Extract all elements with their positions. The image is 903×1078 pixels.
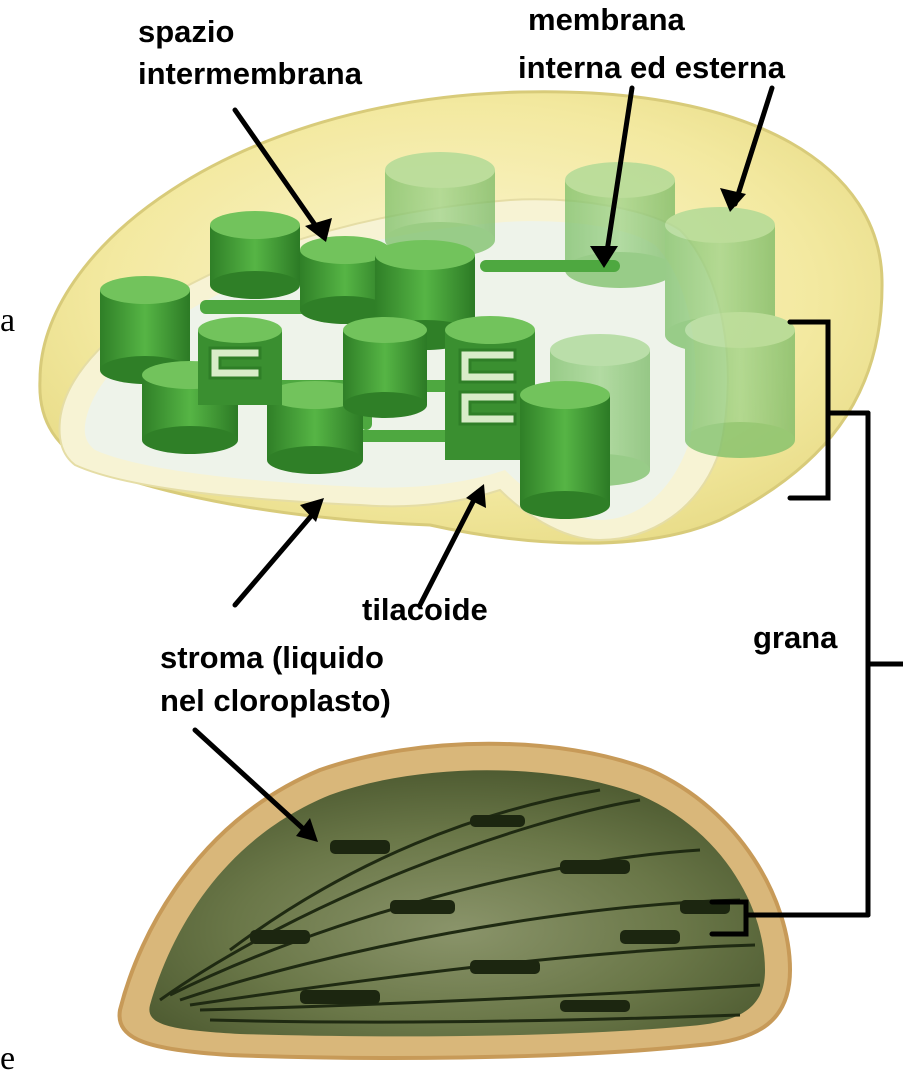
label-grana: grana — [753, 620, 837, 656]
edge-fragment-bottom-left: e — [0, 1040, 15, 1078]
label-spazio-line1: spazio — [138, 14, 234, 50]
label-tilacoide: tilacoide — [362, 592, 488, 628]
label-membrana-line2: interna ed esterna — [518, 50, 785, 86]
edge-fragment-left: a — [0, 302, 15, 340]
label-stroma-line2: nel cloroplasto) — [160, 683, 391, 719]
label-membrana-line1: membrana — [528, 2, 685, 38]
label-stroma-line1: stroma (liquido — [160, 640, 384, 676]
label-spazio-line2: intermembrana — [138, 56, 362, 92]
leader-stroma-top — [235, 508, 318, 605]
